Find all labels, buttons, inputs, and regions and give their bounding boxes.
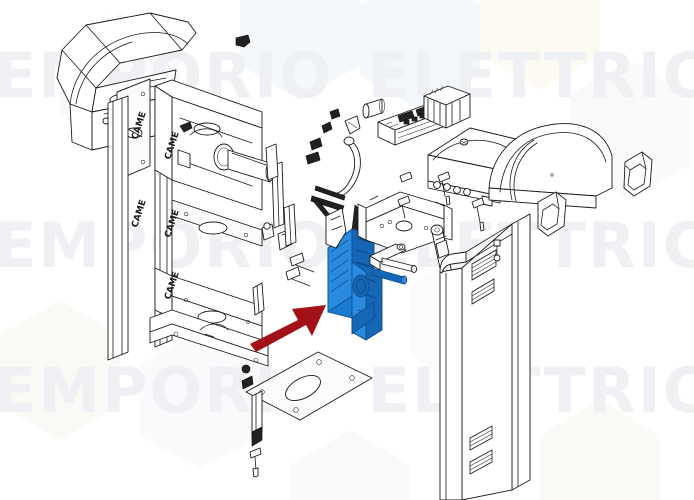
part-base-mounting-plate [241,351,373,478]
brand-logo-came: CAME [130,199,148,229]
part-main-chassis-frame [107,79,275,367]
part-limit-switch-cam [252,143,347,316]
part-spacer-sleeve [362,98,385,119]
part-fastener-screws [179,34,361,165]
watermark-word-2: ELETTRICO [367,354,694,427]
part-gearmotor-assembly-highlighted [327,228,408,341]
part-anchor-screws-right [397,171,485,232]
pointer-arrow [250,305,326,352]
louver-vent-group [469,249,497,475]
part-dome-end-cap [488,123,613,209]
part-fastener-bolts-lower [261,222,315,287]
part-door-panel-with-louvers [439,213,531,500]
watermark-word-2: ELETTRICO [367,39,694,112]
part-release-lever [310,136,363,233]
part-release-key-lock [537,151,653,237]
part-transformer [423,85,471,129]
watermark-row-3: EMPORIOELETTRICO [0,360,694,422]
